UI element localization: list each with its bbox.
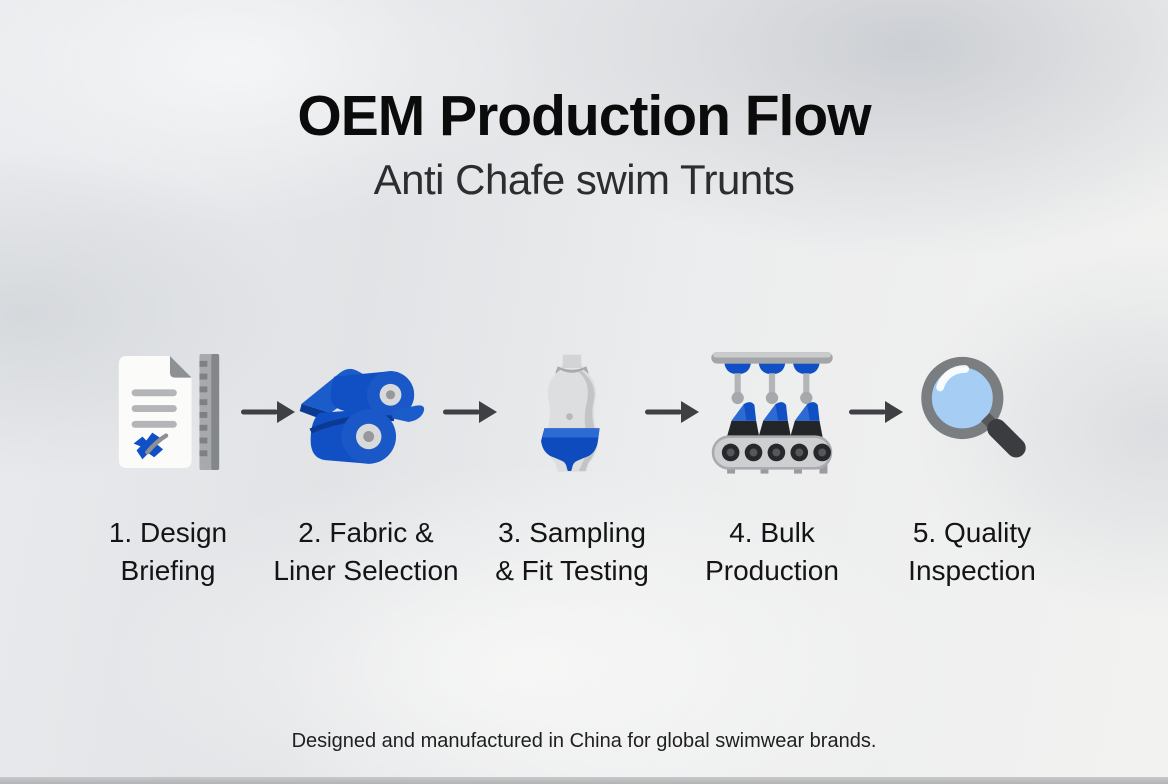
document-ruler-icon bbox=[109, 344, 227, 480]
step-label: 1. Design Briefing bbox=[108, 517, 228, 586]
magnifying-glass-icon bbox=[914, 344, 1030, 480]
step-sampling-fit-testing: 3. Sampling & Fit Testing bbox=[457, 344, 687, 590]
step-design-briefing: 1. Design Briefing bbox=[53, 344, 283, 590]
right-arrow-icon bbox=[241, 401, 295, 423]
page-title: OEM Production Flow bbox=[297, 84, 871, 148]
step-label: 2. Fabric & Liner Selection bbox=[273, 517, 459, 586]
footer-note: Designed and manufactured in China for g… bbox=[291, 730, 877, 752]
step-fabric-liner-selection: 2. Fabric & Liner Selection bbox=[251, 344, 481, 590]
step-bulk-production: 4. Bulk Production bbox=[657, 344, 887, 590]
step-quality-inspection: 5. Quality Inspection bbox=[857, 344, 1087, 590]
mannequin-swim-trunks-icon bbox=[526, 344, 618, 480]
right-arrow-icon bbox=[443, 401, 497, 423]
page-subtitle: Anti Chafe swim Trunts bbox=[373, 156, 795, 203]
header: OEM Production Flow Anti Chafe swim Trun… bbox=[0, 88, 1168, 201]
step-label: 5. Quality Inspection bbox=[908, 517, 1036, 586]
fabric-rolls-icon bbox=[297, 344, 435, 480]
right-arrow-icon bbox=[849, 401, 903, 423]
conveyor-belt-icon bbox=[706, 344, 838, 480]
right-arrow-icon bbox=[645, 401, 699, 423]
step-label: 4. Bulk Production bbox=[705, 517, 839, 586]
step-label: 3. Sampling & Fit Testing bbox=[495, 517, 649, 586]
bottom-edge-strip bbox=[0, 777, 1168, 784]
